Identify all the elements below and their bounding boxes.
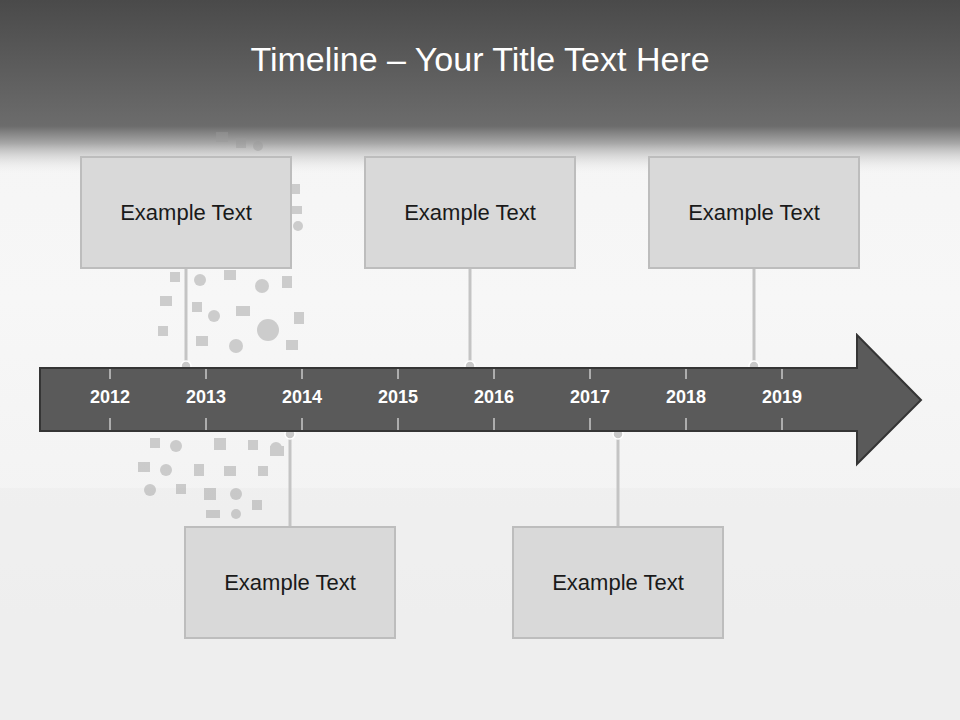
- year-tick: [686, 418, 687, 430]
- event-box: Example Text: [648, 156, 860, 269]
- year-tick: [302, 418, 303, 430]
- year-label: 2014: [282, 387, 322, 408]
- header-band: [0, 0, 960, 175]
- event-box: Example Text: [512, 526, 724, 639]
- event-box: Example Text: [184, 526, 396, 639]
- year-label: 2016: [474, 387, 514, 408]
- year-tick: [206, 418, 207, 430]
- floor-band: [0, 488, 960, 720]
- year-tick: [110, 418, 111, 430]
- year-label: 2012: [90, 387, 130, 408]
- event-text: Example Text: [404, 200, 536, 226]
- year-tick: [590, 369, 591, 379]
- slide-title: Timeline – Your Title Text Here: [0, 40, 960, 79]
- year-tick: [782, 418, 783, 430]
- year-tick: [782, 369, 783, 379]
- leader-line: [613, 429, 623, 526]
- year-tick: [494, 418, 495, 430]
- year-tick: [686, 369, 687, 379]
- leader-stem: [185, 269, 188, 368]
- leader-line: [749, 269, 759, 371]
- event-text: Example Text: [688, 200, 820, 226]
- year-tick: [494, 369, 495, 379]
- year-tick: [398, 418, 399, 430]
- timeline-band: 2012 2013 2014 2015 2016 2017 2018 2019: [38, 333, 924, 467]
- year-label: 2015: [378, 387, 418, 408]
- arrow-shape: [40, 335, 921, 464]
- year-label: 2013: [186, 387, 226, 408]
- leader-line: [465, 269, 475, 371]
- event-box: Example Text: [80, 156, 292, 269]
- year-label: 2018: [666, 387, 706, 408]
- leader-line: [285, 429, 295, 526]
- leader-stem: [289, 432, 292, 526]
- year-label: 2019: [762, 387, 802, 408]
- event-text: Example Text: [552, 570, 684, 596]
- event-box: Example Text: [364, 156, 576, 269]
- year-tick: [206, 369, 207, 379]
- event-text: Example Text: [224, 570, 356, 596]
- leader-stem: [469, 269, 472, 368]
- year-tick: [590, 418, 591, 430]
- year-tick: [398, 369, 399, 379]
- year-tick: [302, 369, 303, 379]
- leader-stem: [753, 269, 756, 368]
- event-text: Example Text: [120, 200, 252, 226]
- leader-stem: [617, 432, 620, 526]
- year-tick: [110, 369, 111, 379]
- year-label: 2017: [570, 387, 610, 408]
- leader-line: [181, 269, 191, 371]
